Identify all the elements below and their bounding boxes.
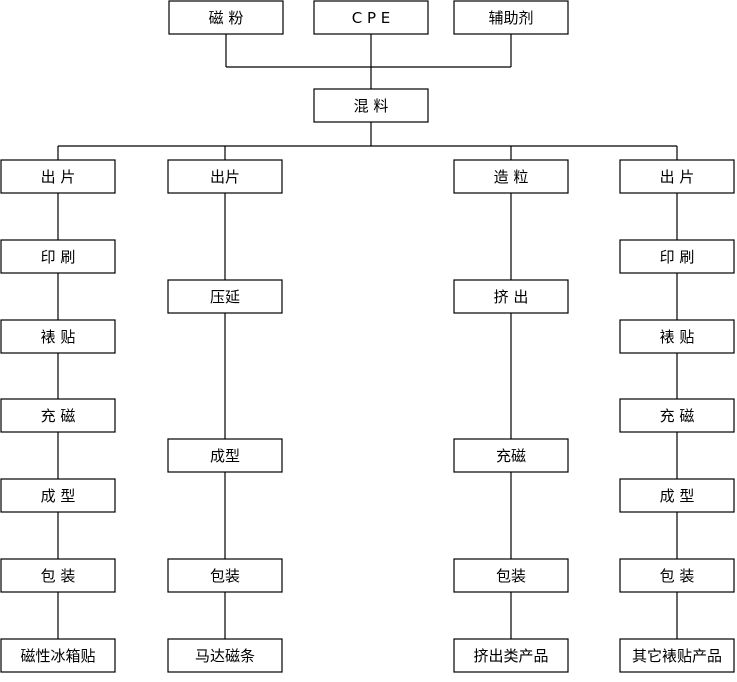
column-3-step-1-label: 造 粒 [494,168,529,186]
column-1-step-4-frame [0,398,116,433]
column-2-step-4: 包装 [167,558,283,593]
column-1-step-3: 裱 贴 [0,319,116,354]
column-3-step-4-frame [453,558,569,593]
column-2-step-4-frame [167,558,283,593]
column-1-step-2: 印 刷 [0,239,116,274]
column-2-step-1: 出片 [167,159,283,194]
column-1-step-4: 充 磁 [0,398,116,433]
column-3-step-3-label: 充磁 [496,447,526,465]
column-4-step-4-label: 充 磁 [660,407,695,425]
column-1-step-3-frame [0,319,116,354]
column-2-step-3-frame [167,438,283,473]
input-box-3: 辅助剂 [453,0,569,35]
column-2-step-3-label: 成型 [210,447,240,465]
column-1-step-1: 出 片 [0,159,116,194]
column-1-step-6-frame [0,558,116,593]
column-4-step-3-label: 裱 贴 [660,328,695,346]
column-4-step-3: 裱 贴 [619,319,735,354]
column-3-step-2: 挤 出 [453,279,569,314]
column-3-step-3: 充磁 [453,438,569,473]
column-2-step-5-frame [167,638,283,673]
input-box-2-label: C P E [352,9,391,27]
column-1-step-7-frame [0,638,116,673]
column-3-step-5: 挤出类产品 [453,638,569,673]
column-4-step-6-frame [619,558,735,593]
column-4-step-2: 印 刷 [619,239,735,274]
column-2-step-1-frame [167,159,283,194]
column-3-step-5-frame [453,638,569,673]
column-3-step-1: 造 粒 [453,159,569,194]
column-1-step-4-label: 充 磁 [41,407,76,425]
input-box-2-frame [313,0,429,35]
column-4-step-1: 出 片 [619,159,735,194]
column-2-step-5-label: 马达磁条 [195,647,255,665]
input-box-3-label: 辅助剂 [488,9,533,27]
column-4-step-1-label: 出 片 [660,168,695,186]
column-2-step-2-label: 压延 [210,288,240,306]
column-3-step-2-frame [453,279,569,314]
column-1-step-1-label: 出 片 [41,168,76,186]
column-1-step-5-label: 成 型 [41,487,76,505]
column-4-step-6-label: 包 装 [660,567,695,585]
column-3-step-4-label: 包装 [496,567,526,585]
column-4-step-7: 其它裱贴产品 [619,638,735,673]
mix-box-frame [313,88,429,123]
column-1-step-7-label: 磁性冰箱贴 [20,647,95,665]
mix-box-label: 混 料 [354,97,389,115]
column-3-step-4: 包装 [453,558,569,593]
column-4-step-5-label: 成 型 [660,487,695,505]
column-1-step-5: 成 型 [0,478,116,513]
column-2-step-3: 成型 [167,438,283,473]
column-2-step-2: 压延 [167,279,283,314]
input-box-3-frame [453,0,569,35]
input-box-1: 磁 粉 [168,0,284,35]
column-1-step-7: 磁性冰箱贴 [0,638,116,673]
column-4-step-4: 充 磁 [619,398,735,433]
column-3-step-5-label: 挤出类产品 [473,647,548,665]
column-1-step-6-label: 包 装 [41,567,76,585]
column-1-step-5-frame [0,478,116,513]
column-3-step-2-label: 挤 出 [494,288,529,306]
column-4-step-7-frame [619,638,735,673]
column-4-step-5: 成 型 [619,478,735,513]
connectors [57,34,678,639]
column-4-step-5-frame [619,478,735,513]
column-3-step-1-frame [453,159,569,194]
column-4-step-3-frame [619,319,735,354]
column-1-step-2-frame [0,239,116,274]
column-4-step-1-frame [619,159,735,194]
column-2-step-2-frame [167,279,283,314]
column-4-step-4-frame [619,398,735,433]
input-box-1-label: 磁 粉 [209,9,244,27]
column-2-step-4-label: 包装 [210,567,240,585]
input-box-1-frame [168,0,284,35]
input-box-2: C P E [313,0,429,35]
column-2-step-5: 马达磁条 [167,638,283,673]
column-1-step-6: 包 装 [0,558,116,593]
column-4-step-6: 包 装 [619,558,735,593]
column-3-step-3-frame [453,438,569,473]
column-1-step-2-label: 印 刷 [41,248,76,266]
column-4-step-2-frame [619,239,735,274]
column-1-step-1-frame [0,159,116,194]
column-4-step-7-label: 其它裱贴产品 [632,647,722,665]
mix-box: 混 料 [313,88,429,123]
column-4-step-2-label: 印 刷 [660,248,695,266]
column-2-step-1-label: 出片 [210,168,240,186]
column-1-step-3-label: 裱 贴 [41,328,76,346]
